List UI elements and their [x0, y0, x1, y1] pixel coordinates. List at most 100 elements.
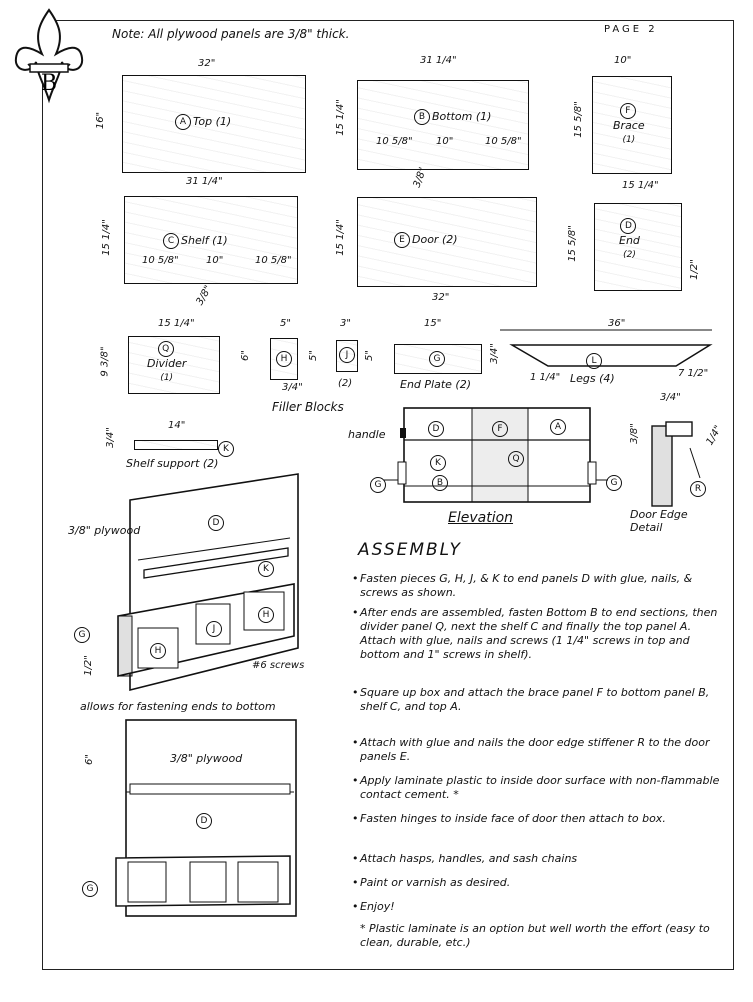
- fleur-de-lis-emblem: B: [14, 8, 84, 104]
- assembly-step-5: Apply laminate plastic to inside door su…: [352, 774, 720, 802]
- part-letter: B: [414, 109, 430, 125]
- part-name: Shelf (1): [181, 234, 228, 247]
- fig1-label-d: D: [208, 512, 226, 531]
- elev-label-g-right: G: [606, 472, 624, 491]
- shelf-d1: 10 5/8": [142, 255, 179, 266]
- page-frame: [42, 20, 734, 970]
- assembly-step-3: Square up box and attach the brace panel…: [352, 686, 720, 714]
- part-letter: G: [429, 351, 445, 367]
- shelf-width: 31 1/4": [186, 176, 223, 187]
- part-letter: A: [175, 114, 191, 130]
- elevation-handle-label: handle: [348, 428, 386, 441]
- figure1-plywood-label: 3/8" plywood: [68, 524, 141, 537]
- part-name: Door (2): [412, 233, 458, 246]
- filler-j-width: 3": [340, 318, 351, 329]
- support-width: 14": [168, 420, 186, 431]
- figure2-six-inch: 6": [83, 754, 95, 765]
- filler-block-j: J: [336, 340, 358, 372]
- panel-shelf-support: [134, 440, 218, 450]
- assembly-step-4: Attach with glue and nails the door edge…: [352, 736, 720, 764]
- detail-caption: Door Edge Detail: [630, 508, 688, 534]
- elevation-caption: Elevation: [448, 510, 514, 526]
- filler-j-qty: (2): [338, 378, 353, 389]
- elev-label-a: A: [550, 416, 568, 435]
- elev-label-f: F: [492, 418, 510, 437]
- divider-width: 15 1/4": [158, 318, 195, 329]
- bottom-d1: 10 5/8": [376, 136, 413, 147]
- fig2-label-d: D: [196, 810, 214, 829]
- bottom-d3: 10 5/8": [485, 136, 522, 147]
- panel-brace: F Brace (1): [592, 76, 672, 174]
- legs-d2: 7 1/2": [678, 368, 709, 379]
- fig1-label-j: J: [206, 618, 224, 637]
- shelf-d3: 10 5/8": [255, 255, 292, 266]
- part-name: Brace: [613, 119, 645, 132]
- panel-endplate: G: [394, 344, 482, 374]
- elev-label-q: Q: [508, 448, 526, 467]
- part-letter: C: [163, 233, 179, 249]
- part-qty: (2): [623, 250, 636, 260]
- assembly-footnote: * Plastic laminate is an option but well…: [360, 922, 710, 949]
- assembly-step-9: Enjoy!: [352, 900, 720, 914]
- part-qty: (1): [622, 135, 636, 145]
- part-qty: (1): [160, 373, 174, 383]
- fig1-label-g: G: [74, 624, 92, 643]
- elev-label-b: B: [432, 472, 450, 491]
- filler-h-width: 5": [280, 318, 291, 329]
- part-letter: J: [339, 347, 355, 363]
- assembly-step-6: Fasten hinges to inside face of door the…: [352, 812, 720, 826]
- fig1-label-k: K: [258, 558, 276, 577]
- filler-block-h: H: [270, 338, 298, 380]
- part-name: Divider: [147, 357, 187, 370]
- part-name: Bottom (1): [432, 110, 492, 123]
- legs-name: Legs (4): [570, 372, 615, 385]
- figure1-screws: #6 screws: [252, 660, 305, 671]
- elev-label-k: K: [430, 452, 448, 471]
- emblem-letter: B: [41, 71, 57, 96]
- panel-end: D End (2): [594, 203, 682, 291]
- end-width: 15 1/4": [622, 180, 659, 191]
- bottom-d2: 10": [436, 136, 454, 147]
- legs-length: 36": [608, 318, 626, 329]
- figure1-note: allows for fastening ends to bottom: [80, 700, 276, 713]
- legs-d1: 1 1/4": [530, 372, 561, 383]
- brace-width: 10": [614, 55, 632, 66]
- part-name: End: [619, 234, 640, 247]
- assembly-step-8: Paint or varnish as desired.: [352, 876, 720, 890]
- detail-letter: R: [690, 478, 708, 497]
- part-letter: H: [276, 351, 292, 367]
- assembly-step-1: Fasten pieces G, H, J, & K to end panels…: [352, 572, 720, 600]
- assembly-step-7: Attach hasps, handles, and sash chains: [352, 852, 720, 866]
- fig1-label-h2: H: [258, 604, 276, 623]
- support-name: Shelf support (2): [126, 457, 219, 470]
- assembly-step-2: After ends are assembled, fasten Bottom …: [352, 606, 720, 662]
- elev-label-g-left: G: [370, 474, 388, 493]
- filler-caption: Filler Blocks: [272, 400, 344, 414]
- fig1-label-h: H: [150, 640, 168, 659]
- fig2-label-g: G: [82, 878, 100, 897]
- part-letter: E: [394, 232, 410, 248]
- endplate-width: 15": [424, 318, 442, 329]
- door-width: 32": [432, 292, 450, 303]
- shelf-d2: 10": [206, 255, 224, 266]
- thickness-note: Note: All plywood panels are 3/8" thick.: [112, 27, 350, 41]
- page-number: PAGE 2: [604, 24, 658, 35]
- assembly-title: ASSEMBLY: [358, 540, 462, 560]
- detail-d1: 3/4": [660, 392, 681, 403]
- part-name: Top (1): [193, 115, 232, 128]
- legs-letter: L: [586, 350, 604, 369]
- figure2-plywood-label: 3/8" plywood: [170, 752, 243, 765]
- support-letter: K: [218, 438, 236, 457]
- top-width: 32": [198, 58, 216, 69]
- filler-h-depth: 3/4": [282, 382, 303, 393]
- elev-label-d: D: [428, 418, 446, 437]
- endplate-name: End Plate (2): [400, 378, 471, 391]
- panel-divider: Q Divider (1): [128, 336, 220, 394]
